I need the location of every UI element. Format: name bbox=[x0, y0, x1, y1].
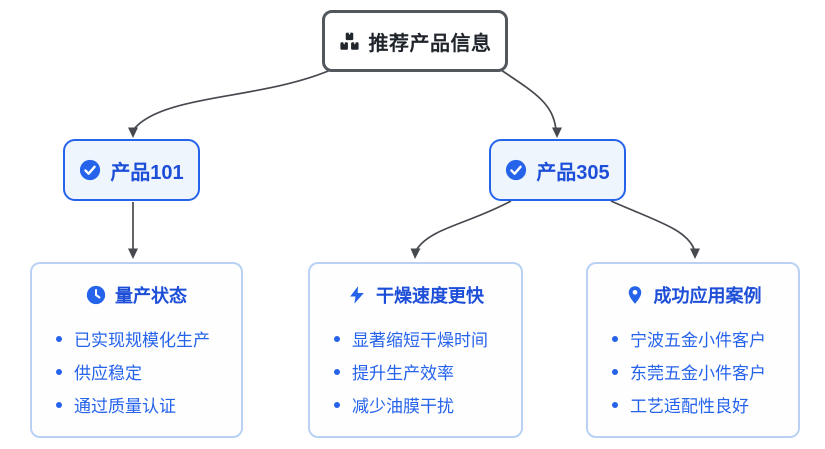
bullet-dot bbox=[612, 368, 618, 375]
root-node-recommended-products: 推荐产品信息 bbox=[322, 10, 508, 72]
edge-root-to-p101 bbox=[133, 68, 334, 130]
list-item-text: 东莞五金小件客户 bbox=[630, 364, 766, 383]
list-item: 工艺适配性良好 bbox=[612, 388, 782, 421]
check-circle-icon bbox=[505, 159, 527, 181]
bullet-dot bbox=[334, 335, 340, 342]
bullet-dot bbox=[56, 368, 62, 375]
card-title-row: 成功应用案例 bbox=[604, 281, 782, 309]
list-item-text: 工艺适配性良好 bbox=[630, 397, 749, 416]
arrowhead bbox=[128, 127, 138, 138]
card-production-status: 量产状态 已实现规模化生产 供应稳定 通过质量认证 bbox=[30, 262, 243, 438]
edge-p305-to-card2 bbox=[416, 200, 512, 250]
list-item: 显著缩短干燥时间 bbox=[334, 322, 505, 355]
list-item-text: 提升生产效率 bbox=[352, 364, 454, 383]
arrowhead bbox=[410, 248, 421, 259]
arrowhead bbox=[690, 248, 700, 259]
bullet-dot bbox=[56, 401, 62, 408]
root-node-label: 推荐产品信息 bbox=[368, 32, 492, 55]
card-success-cases: 成功应用案例 宁波五金小件客户 东莞五金小件客户 工艺适配性良好 bbox=[586, 262, 800, 438]
bullet-dot bbox=[334, 401, 340, 408]
card-title: 干燥速度更快 bbox=[376, 286, 484, 306]
list-item: 宁波五金小件客户 bbox=[612, 322, 782, 355]
card-title: 成功应用案例 bbox=[653, 286, 762, 306]
card-title: 量产状态 bbox=[115, 286, 187, 306]
bullet-dot bbox=[612, 335, 618, 342]
list-item-text: 已实现规模化生产 bbox=[74, 331, 210, 350]
card-title-row: 干燥速度更快 bbox=[326, 281, 505, 309]
list-item: 减少油膜干扰 bbox=[334, 388, 505, 421]
list-item-text: 供应稳定 bbox=[74, 364, 142, 383]
list-item-text: 显著缩短干燥时间 bbox=[352, 331, 488, 350]
boxes-icon bbox=[339, 31, 360, 52]
node-product-101-label: 产品101 bbox=[110, 161, 184, 184]
location-pin-icon bbox=[625, 285, 645, 305]
edge-p305-to-card3 bbox=[610, 200, 695, 250]
list-item: 供应稳定 bbox=[56, 355, 225, 388]
arrowhead bbox=[128, 248, 138, 259]
card-item-list: 宁波五金小件客户 东莞五金小件客户 工艺适配性良好 bbox=[604, 322, 782, 421]
list-item: 通过质量认证 bbox=[56, 388, 225, 421]
list-item: 已实现规模化生产 bbox=[56, 322, 225, 355]
bullet-dot bbox=[334, 368, 340, 375]
edge-root-to-p305 bbox=[500, 69, 557, 131]
node-product-305: 产品305 bbox=[489, 139, 626, 201]
list-item: 东莞五金小件客户 bbox=[612, 355, 782, 388]
check-circle-icon bbox=[79, 159, 101, 181]
list-item-text: 宁波五金小件客户 bbox=[630, 331, 766, 350]
bullet-dot bbox=[56, 335, 62, 342]
lightning-icon bbox=[347, 285, 367, 305]
bullet-dot bbox=[612, 401, 618, 408]
arrowhead bbox=[552, 127, 562, 138]
list-item: 提升生产效率 bbox=[334, 355, 505, 388]
clock-icon bbox=[86, 285, 106, 305]
node-product-305-label: 产品305 bbox=[536, 161, 610, 184]
card-faster-drying: 干燥速度更快 显著缩短干燥时间 提升生产效率 减少油膜干扰 bbox=[308, 262, 523, 438]
card-item-list: 显著缩短干燥时间 提升生产效率 减少油膜干扰 bbox=[326, 322, 505, 421]
node-product-101: 产品101 bbox=[63, 139, 200, 201]
list-item-text: 通过质量认证 bbox=[74, 397, 176, 416]
list-item-text: 减少油膜干扰 bbox=[352, 397, 454, 416]
card-item-list: 已实现规模化生产 供应稳定 通过质量认证 bbox=[48, 322, 225, 421]
card-title-row: 量产状态 bbox=[48, 281, 225, 309]
